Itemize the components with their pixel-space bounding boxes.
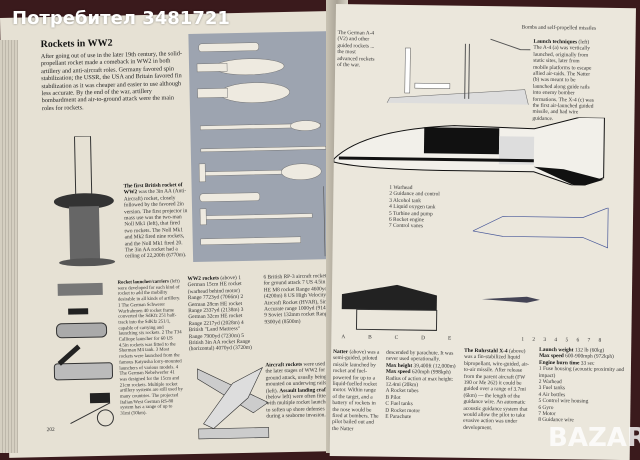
landing-craft-illustration — [198, 427, 270, 440]
v2-cutaway-illustration — [333, 116, 605, 186]
natter-specs: descended by parachute. It was never use… — [385, 349, 456, 421]
natter-illustration — [341, 284, 438, 331]
rocket-3 — [219, 82, 290, 103]
first-british-caption: The first British rocket of WW2 was the … — [123, 182, 188, 260]
page-title: Rockets in WW2 — [40, 37, 113, 51]
natter-labels: A B C D E — [341, 334, 452, 342]
natter-caption: Natter (above) was a semi-guided, pilote… — [332, 348, 380, 433]
v2-intro-text: The German A-4 (V2) and other guided roc… — [337, 30, 375, 69]
aircraft-illustration — [197, 366, 270, 440]
rocket-panel — [188, 31, 336, 263]
intro-text: After going out of use in the later 19th… — [40, 50, 183, 112]
left-page: Rockets in WW2 After going out of use in… — [0, 10, 348, 458]
rockets-illustration — [196, 42, 327, 257]
launch-techniques-illustration — [384, 38, 531, 105]
bazar-logo: BAZAR — [548, 423, 640, 453]
rocket-9 — [200, 236, 302, 246]
x4-specs: Launch weight 132 lb (60kg) Max speed 60… — [538, 346, 625, 424]
rocket-7 — [199, 192, 261, 203]
launchers-caption: Rocket launcher/carriers (left) were dev… — [117, 279, 183, 417]
rocket-8 — [201, 213, 313, 221]
rocket-5 — [200, 145, 327, 153]
ww2-rockets-caption: WW2 rockets (above) 1 German 15cm HE roc… — [187, 275, 252, 353]
noll-projector-illustration — [53, 135, 116, 267]
launch-caption: Launch techniques (left) The A-4 (a) was… — [532, 38, 594, 122]
watermark-text: Потребител 3481721 — [12, 8, 230, 29]
x4-missile-illustration — [481, 296, 540, 303]
rocket-1 — [198, 42, 259, 53]
right-page: Bombs and self-propelled missiles The Ge… — [329, 4, 636, 460]
page-number: 202 — [46, 426, 55, 434]
page-edges — [0, 40, 18, 453]
launchers-illustration — [53, 282, 114, 427]
x4-rocket-diagram — [472, 207, 609, 249]
x4-labels: 1 2 3 4 5 6 7 8 — [521, 336, 602, 344]
x4-caption: The Ruhrstahl X-4 (above) was a fin-stab… — [463, 347, 529, 432]
running-head: Bombs and self-propelled missiles — [521, 24, 597, 32]
ww2-rockets-caption-2: 6 British RP-3 aircraft rocket for groun… — [263, 273, 332, 326]
v2-parts-list: 1 Warhead 2 Guidance and control 3 Alcoh… — [388, 184, 440, 230]
